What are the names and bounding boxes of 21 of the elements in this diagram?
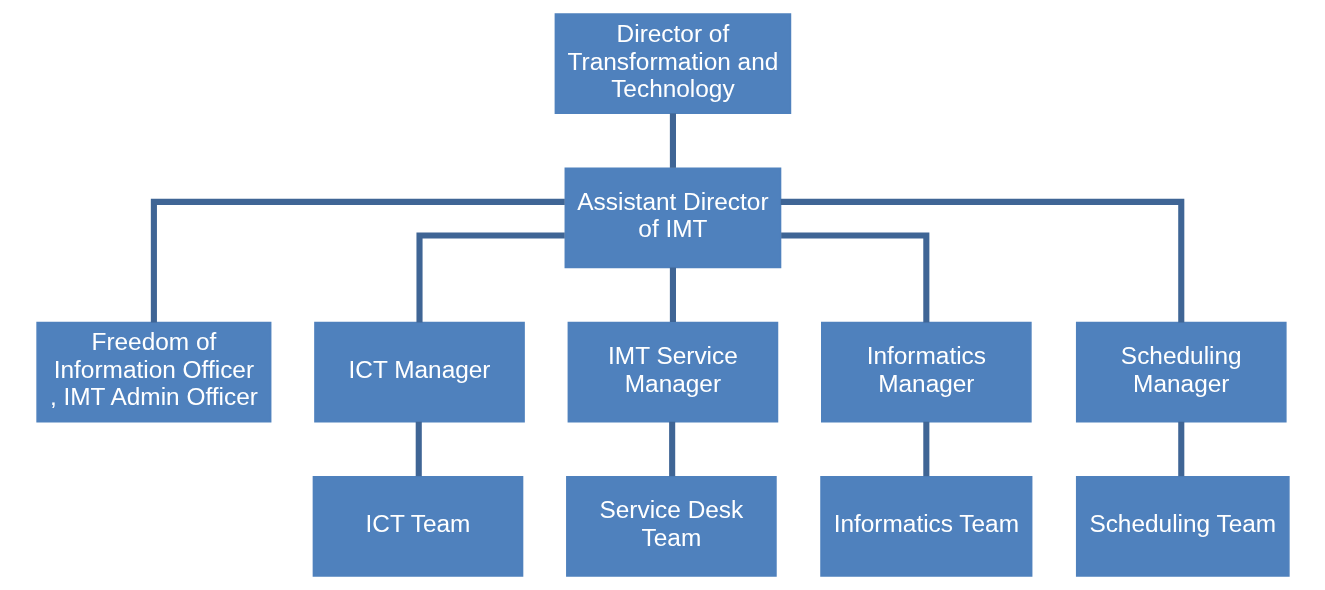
connector — [415, 421, 422, 477]
connector — [150, 198, 565, 323]
node-box: Freedom of Information Officer , IMT Admin Officer — [35, 321, 271, 423]
connector — [780, 198, 1184, 323]
node-box: Informatics Manager — [820, 321, 1032, 423]
node-box: Assistant Director of IMT — [564, 167, 781, 269]
connector — [1177, 421, 1184, 477]
node-box: Scheduling Team — [1075, 475, 1290, 577]
node-box: ICT Manager — [313, 321, 525, 423]
node-box: Director of Transformation and Technology — [554, 13, 791, 115]
node-box: Informatics Team — [819, 475, 1032, 577]
node-box: IMT Service Manager — [567, 321, 778, 423]
connector — [780, 232, 929, 323]
node-box: Service Desk Team — [565, 475, 777, 577]
node-box: Scheduling Manager — [1075, 321, 1287, 423]
connector — [669, 267, 676, 322]
connector — [415, 232, 565, 323]
connector — [922, 421, 929, 477]
connector — [668, 421, 675, 477]
connector — [669, 113, 676, 168]
node-box: ICT Team — [312, 475, 523, 577]
